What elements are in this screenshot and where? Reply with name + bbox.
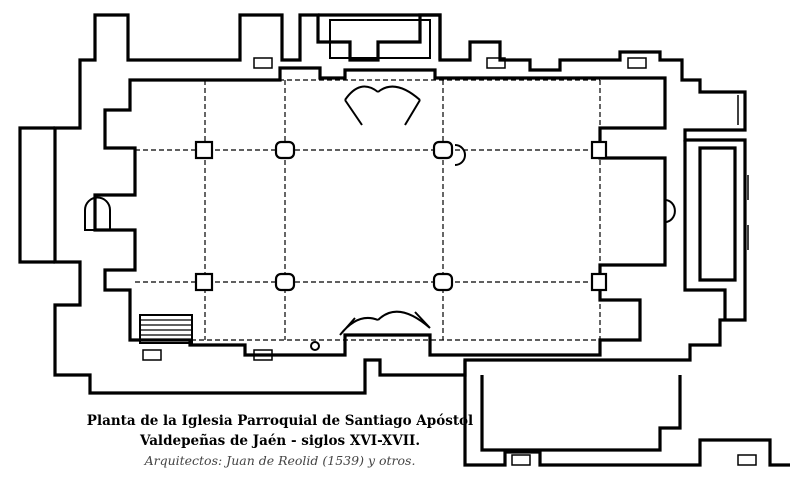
window	[253, 349, 273, 361]
spiral-stair	[454, 144, 466, 166]
south-door-leaves	[339, 310, 431, 336]
west-porch	[18, 126, 55, 264]
outer-wall	[53, 13, 747, 395]
east-chapel-inner	[698, 146, 737, 282]
window	[142, 349, 162, 361]
window	[511, 454, 531, 466]
south-annex-wall	[463, 360, 790, 467]
pier	[194, 272, 214, 292]
figure-title: Planta de la Iglesia Parroquial de Santi…	[86, 413, 474, 429]
pier	[590, 272, 608, 292]
pier	[432, 140, 454, 160]
window	[737, 454, 757, 466]
north-door-leaves	[344, 85, 421, 126]
east-chapel-wall	[683, 140, 727, 320]
west-apse-niche	[84, 196, 111, 231]
window	[627, 57, 647, 69]
pier	[590, 140, 608, 160]
figure-credits: Arquitectos: Juan de Reolid (1539) y otr…	[144, 453, 416, 468]
font-circle	[310, 341, 320, 351]
pier	[432, 272, 454, 292]
east-apse-niche	[664, 199, 676, 223]
nave-inner-wall	[93, 66, 667, 357]
south-annex-inner	[480, 375, 682, 452]
pier	[274, 272, 296, 292]
pier	[274, 140, 296, 160]
north-portal-inner	[329, 19, 431, 59]
staircase	[139, 314, 193, 344]
window	[253, 57, 273, 69]
pier	[194, 140, 214, 160]
window	[486, 57, 506, 69]
figure-subtitle: Valdepeñas de Jaén - siglos XVI-XVII.	[139, 433, 421, 449]
north-portal	[318, 13, 442, 60]
